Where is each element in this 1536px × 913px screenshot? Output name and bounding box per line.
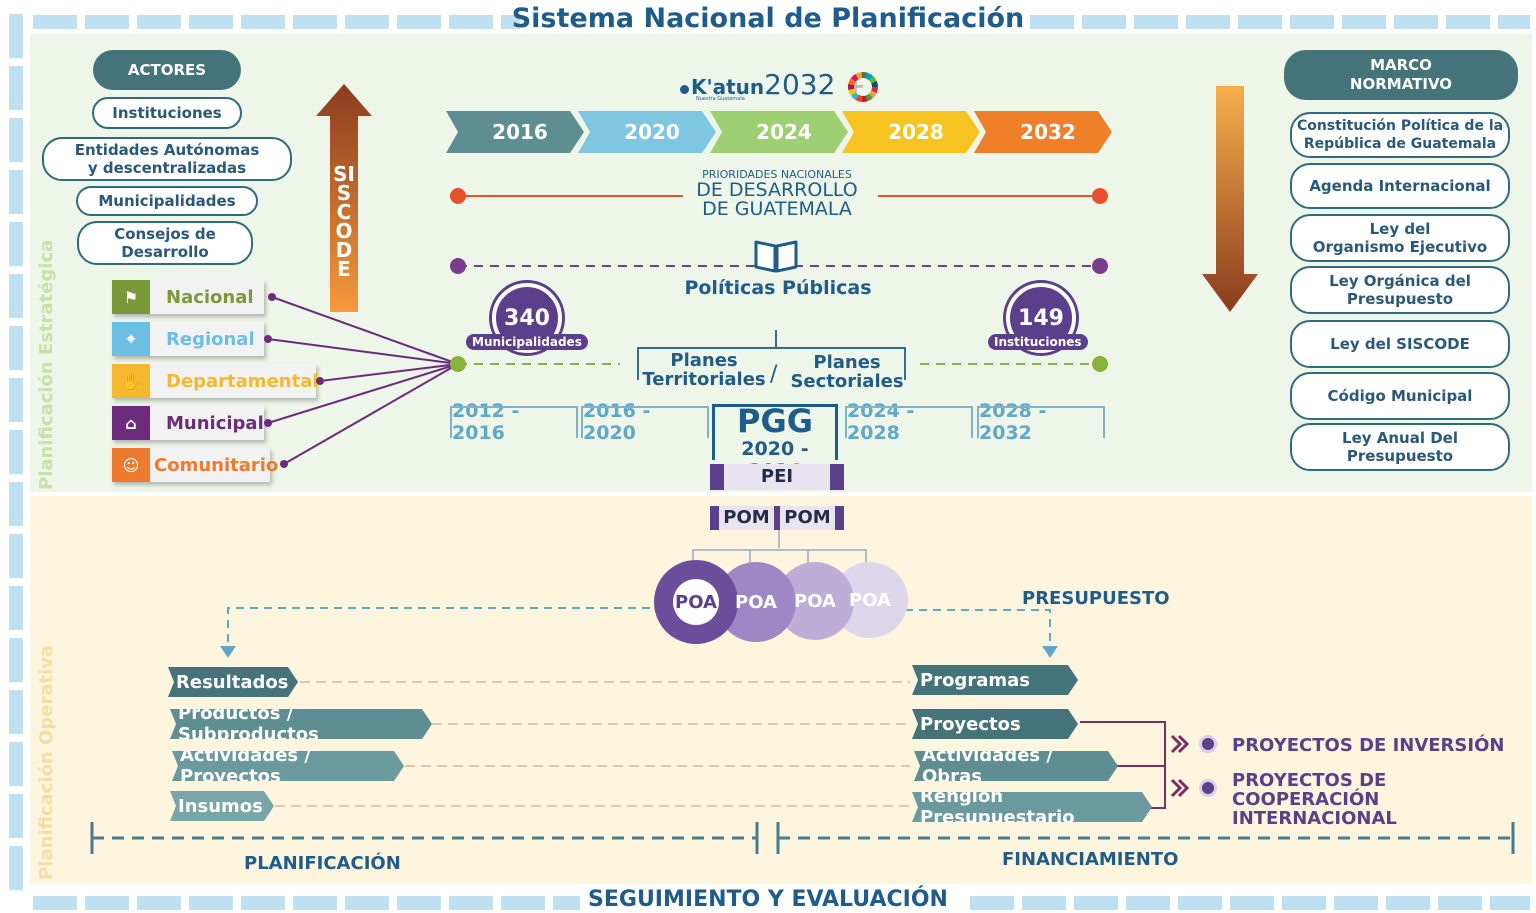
marco-constitucion: Constitución Política de la República de… bbox=[1290, 112, 1510, 158]
level-comunitario-label: Comunitario bbox=[150, 448, 278, 482]
priorities-block: PRIORIDADES NACIONALES DE DESARROLLO DE … bbox=[690, 168, 864, 219]
planning-label: PLANIFICACIÓN bbox=[244, 853, 401, 874]
period-2012-2016: 2012 - 2016 bbox=[450, 400, 578, 444]
tag-actividades-proyectos: Actividades / Proyectos bbox=[172, 751, 404, 781]
budget-label: PRESUPUESTO bbox=[1022, 588, 1170, 609]
period-2024-2028: 2024 - 2028 bbox=[845, 400, 973, 444]
level-municipal: ⌂ Municipal bbox=[112, 406, 264, 440]
municipalities-badge-label: Municipalidades bbox=[466, 334, 588, 350]
level-municipal-label: Municipal bbox=[150, 406, 264, 440]
project-cooperation: PROYECTOS DE COOPERACIÓN INTERNACIONAL bbox=[1232, 770, 1397, 829]
marco-ley-presupuesto: Ley Orgánica del Presupuesto bbox=[1290, 266, 1510, 314]
tag-insumos: Insumos bbox=[170, 791, 274, 821]
tag-resultados: Resultados bbox=[168, 667, 298, 697]
marco-header: MARCO NORMATIVO bbox=[1284, 50, 1518, 100]
plans-slash: / bbox=[770, 362, 778, 387]
marco-codigo-municipal: Código Municipal bbox=[1290, 372, 1510, 420]
location-pin-icon: ⌖ bbox=[112, 322, 150, 356]
institutions-badge-label: Instituciones bbox=[988, 334, 1088, 350]
actor-consejos: Consejos de Desarrollo bbox=[77, 221, 253, 265]
priorities-line2: DE DESARROLLO bbox=[696, 179, 858, 201]
level-comunitario: ☺ Comunitario bbox=[112, 448, 278, 482]
katun-year: 2032 bbox=[764, 68, 836, 101]
marco-ley-anual: Ley Anual Del Presupuesto bbox=[1290, 423, 1510, 471]
katun-subtitle: Nuestra Guatemala bbox=[696, 96, 745, 102]
poa-ring-1: POA bbox=[654, 560, 738, 644]
public-policies-label: Políticas Públicas bbox=[684, 277, 872, 299]
pom-label-1: POM bbox=[719, 506, 774, 530]
poa-label-2: POA bbox=[735, 591, 777, 613]
level-departamental-label: Departamental bbox=[150, 364, 319, 398]
people-icon: ☺ bbox=[112, 448, 150, 482]
hands-icon: ✋ bbox=[112, 364, 150, 398]
period-2028-2032: 2028 - 2032 bbox=[977, 400, 1105, 444]
timeline-year-2028: 2028 bbox=[888, 120, 944, 144]
footer-title: SEGUIMIENTO Y EVALUACIÓN bbox=[588, 887, 948, 912]
pgg-box bbox=[712, 404, 838, 460]
siscode-arrow-icon bbox=[316, 84, 372, 312]
level-departamental: ✋ Departamental bbox=[112, 364, 319, 398]
tag-proyectos: Proyectos bbox=[912, 709, 1078, 739]
level-regional-label: Regional bbox=[150, 322, 264, 356]
building-icon: ⌂ bbox=[112, 406, 150, 440]
pgg-label: PGG bbox=[737, 402, 813, 440]
marco-ley-organismo: Ley del Organismo Ejecutivo bbox=[1290, 214, 1510, 262]
timeline-year-2032: 2032 bbox=[1020, 120, 1076, 144]
tag-programas: Programas bbox=[912, 665, 1078, 695]
pei-label: PEI bbox=[724, 464, 830, 490]
tag-actividades-obras: Actividades / Obras bbox=[914, 751, 1118, 781]
tag-renglon: Renglón Presupuestario bbox=[912, 792, 1152, 822]
priorities-line1: PRIORIDADES NACIONALES bbox=[702, 168, 852, 181]
pom-label-2: POM bbox=[780, 506, 835, 530]
timeline-year-2020: 2020 bbox=[624, 120, 680, 144]
katun-text: K'atun bbox=[691, 75, 765, 99]
siscode-label: SISCODE bbox=[333, 162, 355, 281]
level-nacional: ⚑ Nacional bbox=[112, 280, 264, 314]
level-nacional-label: Nacional bbox=[150, 280, 264, 314]
timeline-year-2024: 2024 bbox=[756, 120, 812, 144]
flag-icon: ⚑ bbox=[112, 280, 150, 314]
tag-productos: Productos / Subproductos bbox=[170, 709, 432, 739]
sectorial-plans-label: Planes Sectoriales bbox=[790, 352, 904, 392]
actor-municipalidades: Municipalidades bbox=[76, 186, 258, 216]
timeline-year-2016: 2016 bbox=[492, 120, 548, 144]
project-investment: PROYECTOS DE INVERSIÓN bbox=[1232, 735, 1505, 756]
page-title: Sistema Nacional de Planificación bbox=[511, 3, 1025, 34]
down-arrow-icon bbox=[1202, 86, 1258, 312]
katun-dot-icon bbox=[680, 85, 689, 94]
level-regional: ⌖ Regional bbox=[112, 322, 264, 356]
poa-label-1: POA bbox=[673, 579, 719, 625]
priorities-line3: DE GUATEMALA bbox=[702, 198, 852, 220]
poa-label-3: POA bbox=[794, 590, 836, 612]
territorial-plans-label: Planes Territoriales bbox=[642, 350, 766, 390]
marco-ley-siscode: Ley del SISCODE bbox=[1290, 320, 1510, 368]
sdg-wheel-icon bbox=[848, 72, 878, 102]
marco-agenda: Agenda Internacional bbox=[1290, 163, 1510, 209]
actor-entidades: Entidades Autónomas y descentralizadas bbox=[42, 137, 292, 181]
project-arrows bbox=[1170, 734, 1217, 798]
actor-instituciones: Instituciones bbox=[92, 97, 242, 129]
timeline-bar bbox=[446, 111, 1112, 153]
actors-header: ACTORES bbox=[93, 50, 241, 90]
book-icon bbox=[754, 240, 798, 273]
financing-label: FINANCIAMIENTO bbox=[1002, 849, 1179, 870]
period-2016-2020: 2016 - 2020 bbox=[581, 400, 709, 444]
poa-label-4: POA bbox=[849, 589, 891, 611]
